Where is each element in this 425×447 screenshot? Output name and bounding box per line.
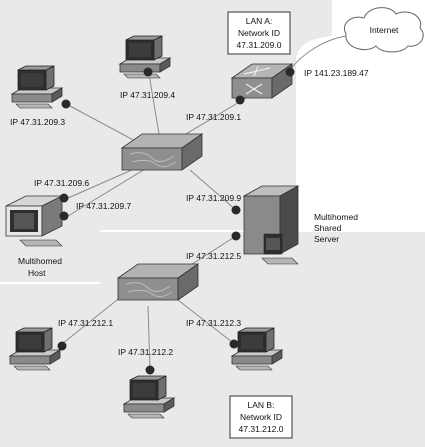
nic-209-7 [59, 211, 69, 221]
lan-b-title: LAN B: [248, 400, 275, 410]
lan-a-title: LAN A: [246, 16, 272, 26]
ip-212-1: IP 47.31.212.1 [58, 318, 113, 328]
ip-212-3: IP 47.31.212.3 [186, 318, 241, 328]
nic-209-4 [143, 67, 153, 77]
ip-212-5: IP 47.31.212.5 [186, 251, 241, 261]
multihomed-server-label-1: Multihomed [314, 212, 358, 222]
nic-212-1 [57, 341, 67, 351]
router-wan-nic [285, 67, 295, 77]
nic-212-2 [145, 365, 155, 375]
multihomed-host-label-1: Multihomed [18, 256, 62, 266]
lan-b-network-id: 47.31.212.0 [239, 424, 284, 434]
nic-209-3 [61, 99, 71, 109]
multihomed-host-label-2: Host [28, 268, 46, 278]
ip-209-4: IP 47.31.209.4 [120, 90, 175, 100]
lan-b-network-label: Network ID [240, 412, 282, 422]
multihomed-server [242, 185, 300, 265]
internet-cloud [344, 7, 424, 53]
ip-209-1: IP 47.31.209.1 [186, 112, 241, 122]
ip-209-9: IP 47.31.209.9 [186, 193, 241, 203]
nic-209-9 [231, 205, 241, 215]
ip-212-2: IP 47.31.212.2 [118, 347, 173, 357]
ip-209-3: IP 47.31.209.3 [10, 117, 65, 127]
lan-a-network-label: Network ID [238, 28, 280, 38]
internet-label: Internet [370, 25, 399, 35]
lan-a-label-box: LAN A: Network ID 47.31.209.0 [227, 11, 291, 55]
lan-b-label-box: LAN B: Network ID 47.31.212.0 [229, 395, 293, 439]
router-lan-nic [235, 95, 245, 105]
network-links [61, 35, 347, 371]
nic-212-5 [231, 231, 241, 241]
nic-209-6 [59, 193, 69, 203]
ip-209-6: IP 47.31.209.6 [34, 178, 89, 188]
router-wan-ip: IP 141.23.189.47 [304, 68, 369, 78]
nic-212-3 [229, 339, 239, 349]
lan-a-network-id: 47.31.209.0 [237, 40, 282, 50]
multihomed-host [5, 195, 63, 247]
lan-b-region [0, 232, 425, 447]
lan-b-hub [117, 263, 199, 301]
multihomed-server-label-2: Shared [314, 223, 342, 233]
ip-209-7: IP 47.31.209.7 [76, 201, 131, 211]
lan-a-hub [121, 133, 203, 171]
multihomed-server-label-3: Server [314, 234, 339, 244]
